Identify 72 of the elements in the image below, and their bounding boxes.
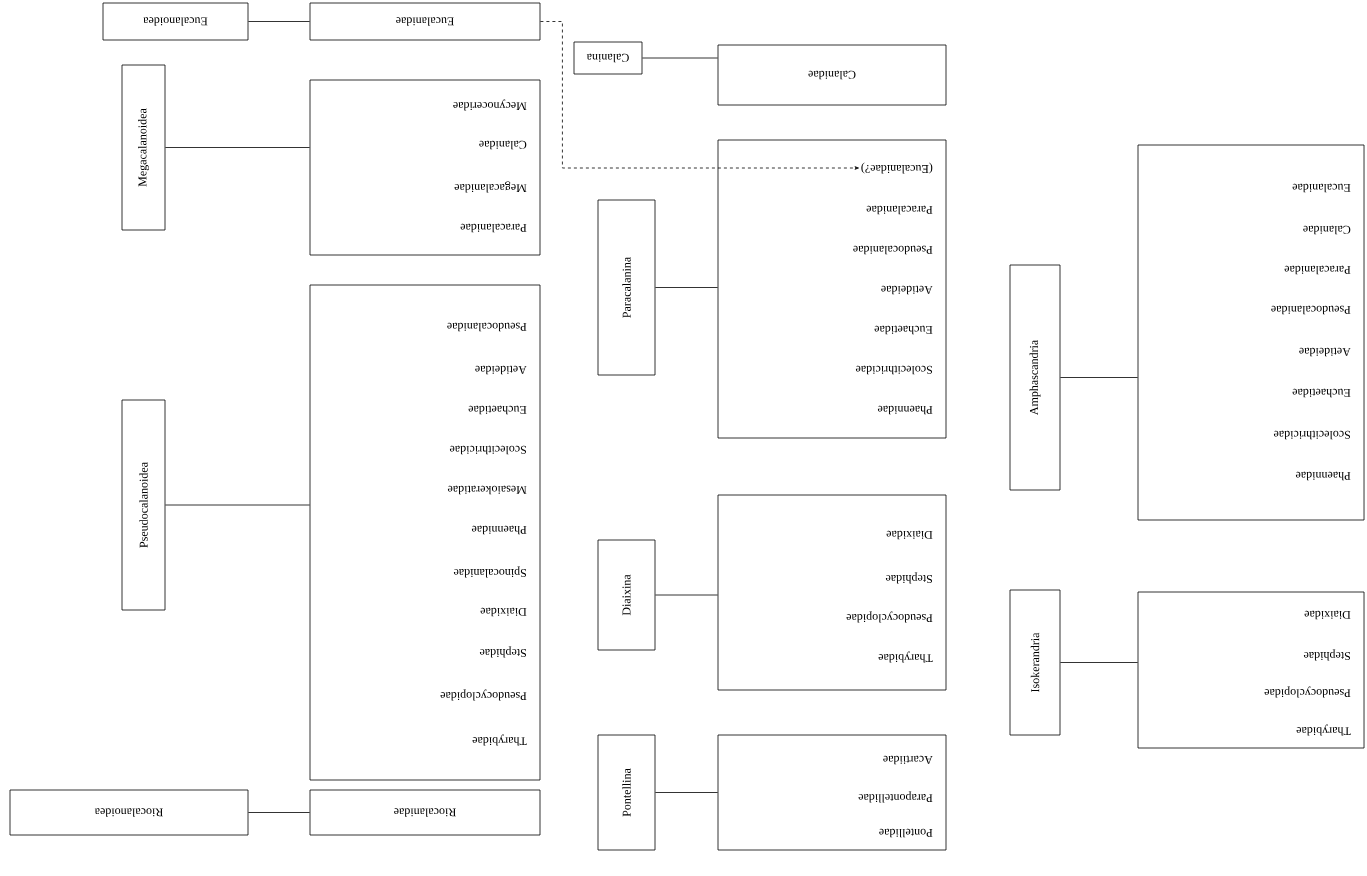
family-name: Mesaiokeratidae xyxy=(447,485,527,495)
family-name: Aetideidae xyxy=(881,285,933,295)
family-name: Diaixidae xyxy=(1304,610,1351,620)
family-list-box xyxy=(1137,591,1365,749)
family-name: Parapontellidae xyxy=(858,791,933,803)
family-name: Euchaetidae xyxy=(468,405,527,415)
connector-line xyxy=(1060,662,1138,663)
connector-line xyxy=(165,147,310,148)
family-name: Pseudocyclopidae xyxy=(846,611,933,623)
taxon-box: Isokerandria xyxy=(1009,589,1061,736)
taxon-box: Amphascandria xyxy=(1009,264,1061,491)
family-name: Stephidae xyxy=(479,646,526,658)
taxon-box: Megacalanoidea xyxy=(121,64,166,231)
family-name: Mecynoceridae xyxy=(453,99,527,111)
family-name: Acartiidae xyxy=(883,755,933,765)
family-name: Scolecithricidae xyxy=(1273,430,1350,440)
family-name: Tharybidae xyxy=(472,734,527,746)
connector-line xyxy=(655,287,718,288)
family-name: Pseudocalanidae xyxy=(853,245,933,255)
taxon-box: Riocalanoidea xyxy=(9,789,249,836)
family-name: Pseudocyclopidae xyxy=(1264,686,1351,698)
family-name: Diaixidae xyxy=(886,530,933,540)
family-name: Paracalanidae xyxy=(460,223,527,233)
family-list-box xyxy=(717,139,947,439)
family-list-box xyxy=(717,494,947,691)
taxon-box: Calanidae xyxy=(717,44,947,106)
family-name: Calanidae xyxy=(1303,225,1351,235)
family-list-box xyxy=(717,734,947,851)
family-name: (Eucalanidae?) xyxy=(861,162,933,174)
connector-line xyxy=(1060,377,1138,378)
taxon-box: Calanina xyxy=(573,41,643,75)
family-name: Stephidae xyxy=(1303,649,1350,661)
family-name: Phaennidae xyxy=(877,405,933,415)
taxon-box: Eucalanoidea xyxy=(102,2,249,41)
taxon-box: Paracalanina xyxy=(597,199,656,376)
family-name: Pseudocalanidae xyxy=(447,322,527,332)
family-name: Megacalanidae xyxy=(454,181,527,193)
connector-line xyxy=(655,792,718,793)
connector-line xyxy=(642,57,718,59)
family-name: Tharybidae xyxy=(1296,724,1351,736)
family-list-box xyxy=(309,79,541,256)
family-name: Stephidae xyxy=(885,572,932,584)
family-name: Scolecithricidae xyxy=(449,445,526,455)
family-name: Tharybidae xyxy=(878,651,933,663)
family-name: Pseudocalanidae xyxy=(1271,305,1351,315)
family-list-box xyxy=(1137,144,1365,521)
family-name: Eucalanidae xyxy=(1292,183,1351,193)
family-name: Diaixidae xyxy=(480,607,527,617)
dashed-arrow xyxy=(540,21,859,170)
taxon-box: Pseudocalanoidea xyxy=(121,399,166,611)
taxon-box: Pontellina xyxy=(597,734,656,851)
family-name: Scolecithricidae xyxy=(855,365,932,375)
family-name: Paracalanidae xyxy=(1284,265,1351,275)
family-name: Phaennidae xyxy=(1295,471,1351,481)
taxon-box: Diaixina xyxy=(597,539,656,651)
family-name: Aetideidae xyxy=(475,365,527,375)
family-name: Phaennidae xyxy=(471,525,527,535)
family-name: Spinocalanidae xyxy=(453,566,526,578)
family-name: Pseudocyclopidae xyxy=(440,689,527,701)
connector-line xyxy=(165,504,310,506)
family-name: Euchaetidae xyxy=(1292,388,1351,398)
family-name: Paracalanidae xyxy=(866,205,933,215)
connector-line xyxy=(248,21,310,22)
family-name: Euchaetidae xyxy=(874,325,933,335)
connector-line xyxy=(248,812,310,813)
taxon-box: Riocalanidae xyxy=(309,789,541,836)
family-list-box xyxy=(309,284,541,781)
family-name: Pontellidae xyxy=(879,828,933,838)
taxon-box: Eucalanidae xyxy=(309,2,541,41)
family-name: Calanidae xyxy=(479,140,527,150)
family-name: Aetideidae xyxy=(1299,347,1351,357)
connector-line xyxy=(655,594,718,596)
